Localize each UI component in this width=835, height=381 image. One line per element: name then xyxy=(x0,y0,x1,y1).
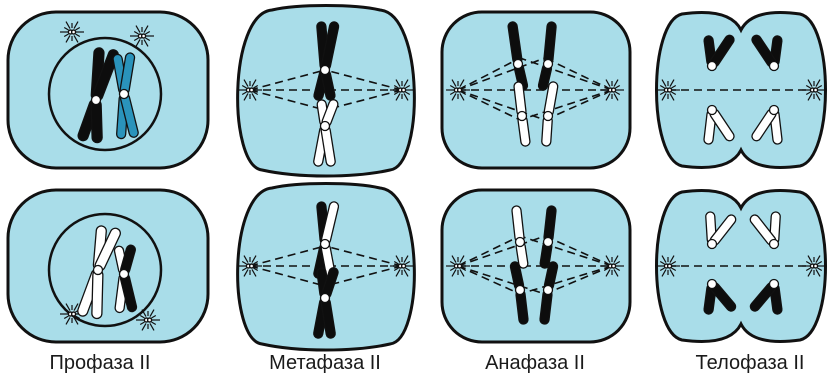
centromere xyxy=(119,89,129,99)
cell-row-bottom xyxy=(8,184,826,351)
cell-prophase-ii xyxy=(8,12,208,168)
label-anaphase-ii: Анафаза II xyxy=(485,352,585,374)
phase-labels: Профаза II Метафаза II Анафаза II Телофа… xyxy=(50,352,805,374)
centriole xyxy=(612,264,616,268)
label-metaphase-ii: Метафаза II xyxy=(269,352,381,374)
centriole xyxy=(814,264,818,268)
centromere xyxy=(544,112,553,121)
cell-prophase-ii xyxy=(8,190,208,342)
centromere xyxy=(91,95,101,105)
centromere xyxy=(708,106,717,115)
centriole xyxy=(612,88,616,92)
centriole xyxy=(668,264,672,268)
centriole xyxy=(458,88,462,92)
nuclear-envelope xyxy=(49,38,161,150)
cell-grid xyxy=(8,6,826,351)
chromosome-arm xyxy=(92,270,103,319)
centromere xyxy=(321,240,330,249)
centriole xyxy=(402,264,406,268)
centromere xyxy=(708,240,717,249)
centromere xyxy=(516,286,525,295)
label-telophase-ii: Телофаза II xyxy=(696,352,805,374)
centromere xyxy=(770,62,779,71)
centromere xyxy=(708,62,717,71)
centromere xyxy=(708,280,717,289)
cell-metaphase-ii xyxy=(238,6,415,177)
centromere xyxy=(518,112,527,121)
centromere xyxy=(770,106,779,115)
centriole xyxy=(250,88,254,92)
centromere xyxy=(544,286,553,295)
cell-telophase-ii xyxy=(656,13,826,168)
centromere xyxy=(544,238,553,247)
label-prophase-ii: Профаза II xyxy=(50,352,151,374)
centriole xyxy=(814,88,818,92)
centromere xyxy=(514,60,523,69)
centriole xyxy=(72,30,76,34)
centromere xyxy=(321,66,330,75)
centromere xyxy=(119,269,129,279)
centriole xyxy=(250,264,254,268)
centriole xyxy=(458,264,462,268)
cell-anaphase-ii xyxy=(442,12,630,168)
centriole xyxy=(402,88,406,92)
cell-row-top xyxy=(8,6,826,177)
centriole xyxy=(72,312,76,316)
cell-metaphase-ii xyxy=(238,184,415,351)
centriole xyxy=(142,34,146,38)
centriole xyxy=(668,88,672,92)
centromere xyxy=(321,294,330,303)
centromere xyxy=(321,122,330,131)
cell-telophase-ii xyxy=(656,191,826,342)
centromere xyxy=(516,238,525,247)
centriole xyxy=(148,318,152,322)
centromere xyxy=(770,280,779,289)
centromere xyxy=(770,240,779,249)
centromere xyxy=(544,60,553,69)
chromosome-arm xyxy=(91,100,102,143)
cell-anaphase-ii xyxy=(442,190,630,342)
